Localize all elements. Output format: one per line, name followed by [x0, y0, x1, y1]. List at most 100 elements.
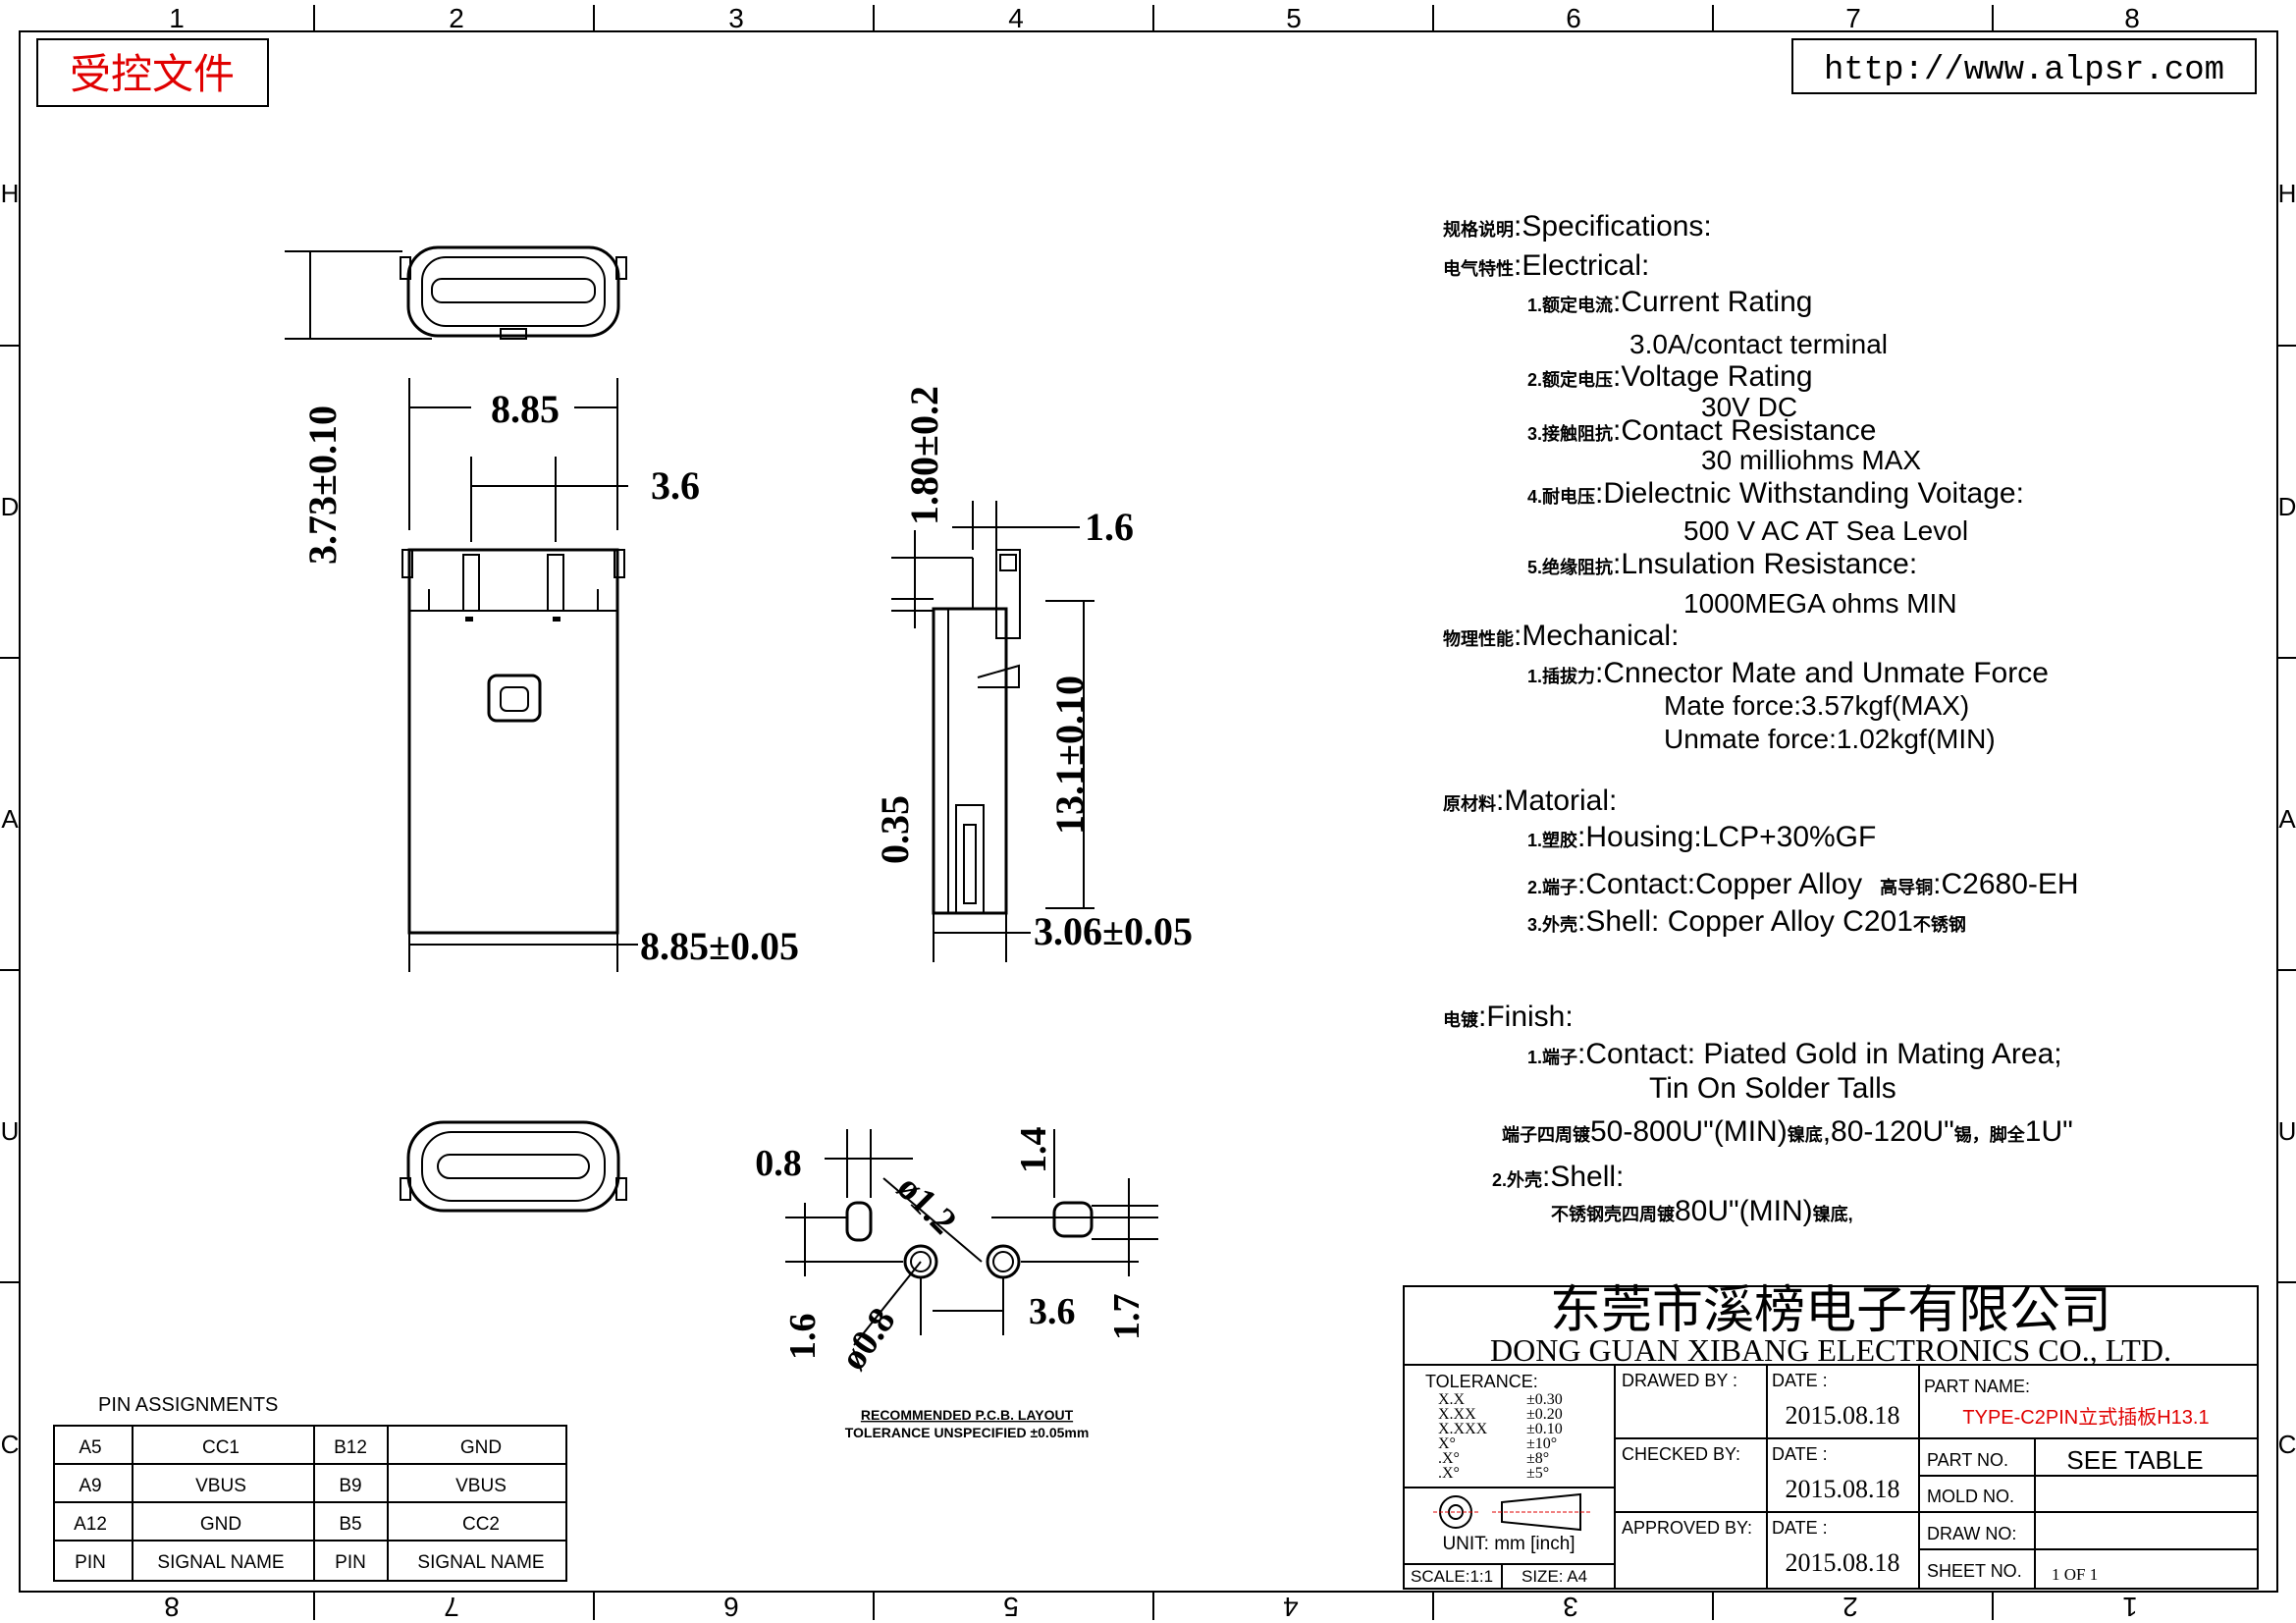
col-label: 3 — [1563, 1592, 1578, 1622]
pcb-layout-title: RECOMMENDED P.C.B. LAYOUT — [861, 1407, 1074, 1423]
svg-text:CC1: CC1 — [202, 1437, 240, 1458]
website-box — [1791, 38, 2257, 94]
row-label: C — [1, 1430, 20, 1459]
title-block — [1403, 1285, 2259, 1590]
row-label: H — [2278, 179, 2296, 208]
row-label: D — [2278, 492, 2296, 521]
row-label: A — [2278, 804, 2296, 834]
col-label: 6 — [723, 1592, 739, 1622]
unit-label: UNIT: mm [inch] — [1442, 1534, 1575, 1554]
controlled-document-stamp: 受控文件 — [70, 50, 235, 98]
size-label: SIZE: A4 — [1522, 1567, 1587, 1586]
svg-text:±10°: ±10° — [1526, 1435, 1557, 1452]
svg-text:3.接触阻抗:Contact Resistance: 3.接触阻抗:Contact Resistance — [1527, 414, 1876, 447]
svg-text:A5: A5 — [79, 1437, 101, 1458]
col-label: 8 — [164, 1592, 180, 1622]
svg-text:±5°: ±5° — [1526, 1465, 1549, 1482]
checked-by-label: CHECKED BY: — [1622, 1444, 1740, 1464]
svg-text:X.X: X.X — [1438, 1391, 1466, 1408]
svg-text:30V DC: 30V DC — [1701, 392, 1797, 422]
dim-label: 0.8 — [755, 1143, 802, 1184]
dim-label: 8.85 — [491, 387, 560, 431]
col-label: 2 — [1842, 1592, 1858, 1622]
mold-no-label: MOLD NO. — [1927, 1487, 2014, 1506]
date-approved: 2015.08.18 — [1786, 1548, 1900, 1577]
svg-text:3.外壳:Shell: Copper Alloy C2: 3.外壳:Shell: Copper Alloy C201不锈钢 — [1527, 905, 1966, 938]
svg-text:±8°: ±8° — [1526, 1450, 1549, 1467]
front-view — [401, 548, 625, 935]
dim-label: 1.4 — [1013, 1127, 1054, 1174]
company-name-cn: 东莞市溪榜电子有限公司 — [1550, 1281, 2111, 1340]
drawing-border — [19, 30, 2278, 1593]
dim-label: 0.35 — [873, 795, 917, 864]
svg-text:GND: GND — [460, 1437, 502, 1458]
svg-text:1.额定电流:Current Rating: 1.额定电流:Current Rating — [1527, 286, 1812, 318]
svg-text:X°: X° — [1438, 1435, 1456, 1452]
svg-text:X.XX: X.XX — [1438, 1406, 1476, 1423]
date-checked: 2015.08.18 — [1786, 1475, 1900, 1503]
svg-text:±0.30: ±0.30 — [1526, 1391, 1563, 1408]
col-label: 3 — [728, 3, 744, 33]
col-label: 1 — [2122, 1592, 2138, 1622]
dim-label: ø1.2 — [889, 1167, 965, 1243]
svg-text:GND: GND — [200, 1514, 241, 1535]
svg-text:Mate force:3.57kgf(MAX): Mate force:3.57kgf(MAX) — [1664, 690, 1969, 721]
svg-text:±0.10: ±0.10 — [1526, 1421, 1563, 1437]
specifications: 规格说明:Specifications: 电气特性:Electrical: 1.… — [1443, 210, 2079, 1227]
svg-text:规格说明:Specifications:: 规格说明:Specifications: — [1443, 210, 1712, 243]
svg-text:2.额定电压:Voltage Rating: 2.额定电压:Voltage Rating — [1527, 360, 1813, 393]
top-end-view — [400, 245, 627, 340]
col-label: 8 — [2124, 3, 2140, 33]
dim-label: 13.1±0.10 — [1047, 676, 1092, 835]
pcb-dims: 0.8 ø1.2 1.4 1.6 ø0.8 3.6 1.7 — [755, 1127, 1148, 1379]
svg-text:Tin On Solder Talls: Tin On Solder Talls — [1649, 1072, 1896, 1105]
sheet-no-label: SHEET NO. — [1927, 1561, 2022, 1581]
dim-label: 3.06±0.05 — [1034, 909, 1193, 953]
svg-text:PIN: PIN — [335, 1552, 366, 1573]
dim-label: 1.80±0.2 — [902, 386, 946, 525]
stamp-box — [36, 38, 269, 107]
svg-text:4.耐电压:Dielectnic Withstanding: 4.耐电压:Dielectnic Withstanding Voitage: — [1527, 477, 2024, 510]
svg-text:VBUS: VBUS — [455, 1476, 507, 1496]
col-label: 2 — [449, 3, 464, 33]
svg-text:1.插拔力:Cnnector Mate and Unm: 1.插拔力:Cnnector Mate and Unmate Force — [1527, 657, 2049, 689]
row-label: D — [1, 492, 20, 521]
column-labels-bottom: 8 7 6 5 4 3 2 1 — [164, 1592, 2138, 1622]
svg-text:SIGNAL NAME: SIGNAL NAME — [417, 1552, 544, 1573]
grid-ticks — [0, 5, 2296, 1620]
svg-text:X.XXX: X.XXX — [1438, 1421, 1488, 1437]
tolerance-label: TOLERANCE: — [1425, 1372, 1538, 1391]
column-labels-top: 1 2 3 4 5 6 7 8 — [169, 3, 2140, 33]
svg-text:CC2: CC2 — [462, 1514, 500, 1535]
svg-text:A9: A9 — [79, 1476, 101, 1496]
dim-label: 1.6 — [1085, 505, 1134, 549]
part-name-value: TYPE-C2PIN立式插板H13.1 — [1962, 1406, 2209, 1429]
svg-text:1.端子:Contact: Piated Gold i: 1.端子:Contact: Piated Gold in Mating Area… — [1527, 1038, 2062, 1070]
tolerance-rows: X.X ±0.30 X.XX ±0.20 X.XXX ±0.10 X° ±10° .X°… — [1438, 1391, 1563, 1482]
svg-text:电气特性:Electrical:: 电气特性:Electrical: — [1443, 249, 1649, 282]
col-label: 5 — [1286, 3, 1302, 33]
svg-text:.X°: .X° — [1438, 1450, 1460, 1467]
svg-text:B5: B5 — [339, 1514, 361, 1535]
svg-text:VBUS: VBUS — [195, 1476, 246, 1496]
part-name-label: PART NAME: — [1924, 1377, 2030, 1396]
pin-table-cells: A5 CC1 B12 GND A9 VBUS B9 VBUS A12 GND B… — [74, 1437, 544, 1573]
dim-width-bottom: 8.85±0.05 — [408, 924, 799, 972]
svg-text:端子四周镀50-800U"(MIN)镍底,80-120U"锡: 端子四周镀50-800U"(MIN)镍底,80-120U"锡，脚全1U" — [1502, 1115, 2073, 1148]
dim-pin-gap: 3.6 — [470, 457, 700, 542]
website-url: http://www.alpsr.com — [1824, 52, 2224, 89]
row-label: H — [1, 179, 20, 208]
svg-text:B12: B12 — [334, 1437, 367, 1458]
svg-text:Unmate force:1.02kgf(MIN): Unmate force:1.02kgf(MIN) — [1664, 724, 1996, 754]
row-label: C — [2278, 1430, 2296, 1459]
svg-text:1.塑胶:Housing:LCP+30%GF: 1.塑胶:Housing:LCP+30%GF — [1527, 821, 1876, 853]
svg-text:±0.20: ±0.20 — [1526, 1406, 1563, 1423]
svg-text:原材料:Matorial:: 原材料:Matorial: — [1443, 784, 1617, 817]
row-label: U — [2278, 1116, 2296, 1146]
col-label: 1 — [169, 3, 185, 33]
svg-text:30 milliohms MAX: 30 milliohms MAX — [1701, 445, 1921, 475]
dim-width-top: 8.85 — [408, 378, 618, 530]
dim-height-pin: 1.80±0.2 — [891, 386, 973, 628]
pin-assignments-title: PIN ASSIGNMENTS — [98, 1394, 278, 1416]
